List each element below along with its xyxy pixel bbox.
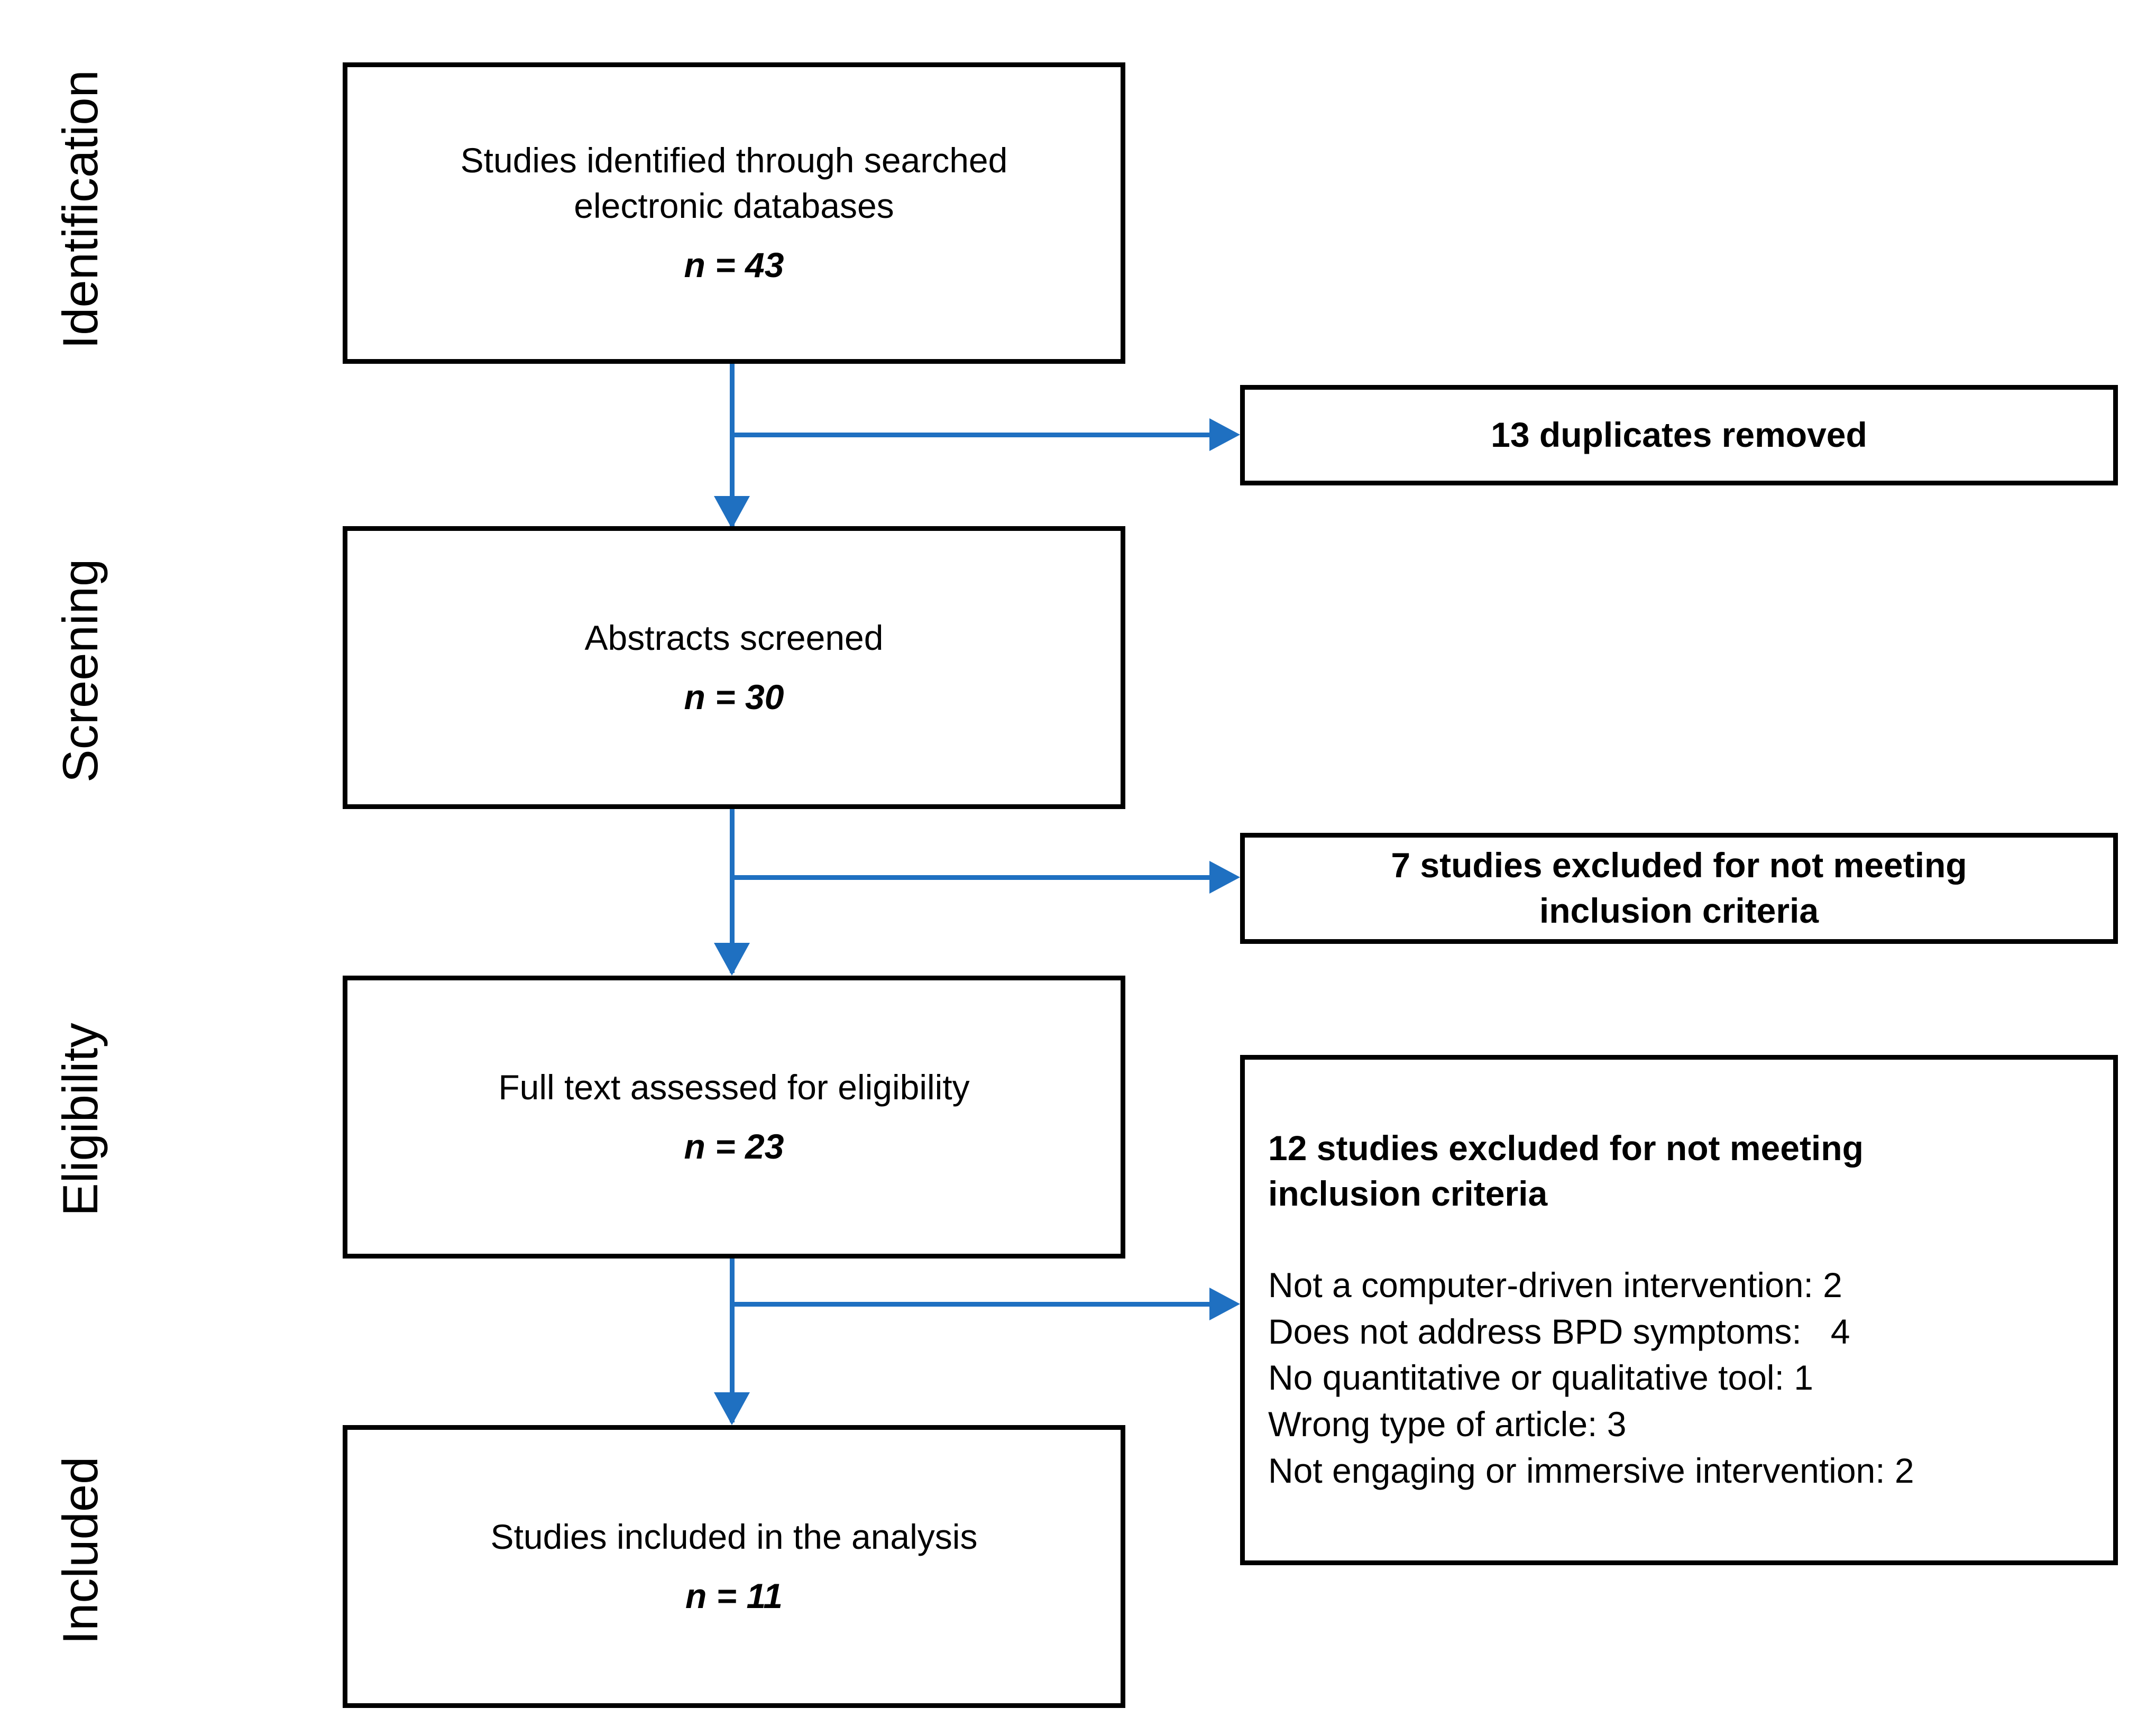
excluded-reason-item: Not engaging or immersive intervention: … bbox=[1268, 1450, 1914, 1490]
box-abstracts-screened: Abstracts screened n = 30 bbox=[343, 526, 1125, 809]
stage-label-included: Included bbox=[52, 1456, 108, 1645]
connector-screened-to-excluded-horizontal bbox=[730, 875, 1211, 880]
arrowhead-to-excluded-eligibility bbox=[1209, 1288, 1240, 1320]
box-duplicates-removed-line1: 13 duplicates removed bbox=[1491, 415, 1867, 455]
box-studies-included: Studies included in the analysis n = 11 bbox=[343, 1425, 1125, 1708]
box-fulltext-assessed-count: n = 23 bbox=[684, 1126, 784, 1166]
arrowhead-to-duplicates bbox=[1209, 418, 1240, 451]
box-studies-identified-count: n = 43 bbox=[684, 245, 784, 284]
box-excluded-screening: 7 studies excluded for not meeting inclu… bbox=[1240, 833, 2118, 944]
stage-label-identification: Identification bbox=[52, 70, 108, 349]
excluded-reason-item: Does not address BPD symptoms: 4 bbox=[1268, 1311, 1850, 1351]
box-studies-included-line1: Studies included in the analysis bbox=[490, 1517, 978, 1556]
connector-identified-to-duplicates-horizontal bbox=[730, 433, 1211, 437]
box-excluded-screening-line1: 7 studies excluded for not meeting bbox=[1391, 846, 1967, 885]
connector-fulltext-to-included-vertical bbox=[730, 1259, 735, 1422]
stage-label-eligibility: Eligibility bbox=[52, 1023, 108, 1216]
box-excluded-eligibility: 12 studies excluded for not meeting incl… bbox=[1240, 1055, 2118, 1565]
excluded-reason-item: Wrong type of article: 3 bbox=[1268, 1404, 1627, 1444]
box-abstracts-screened-line1: Abstracts screened bbox=[584, 618, 884, 657]
box-studies-included-count: n = 11 bbox=[685, 1576, 783, 1615]
excluded-reason-item: No quantitative or qualitative tool: 1 bbox=[1268, 1358, 1813, 1398]
excluded-eligibility-spacer bbox=[1268, 1217, 2136, 1262]
arrowhead-to-included bbox=[714, 1392, 750, 1425]
box-duplicates-removed: 13 duplicates removed bbox=[1240, 385, 2118, 485]
box-excluded-eligibility-heading: 12 studies excluded for not meeting incl… bbox=[1268, 1128, 1864, 1214]
box-studies-identified-line1: Studies identified through searched bbox=[460, 141, 1008, 180]
box-studies-identified: Studies identified through searched elec… bbox=[343, 62, 1125, 364]
box-fulltext-assessed: Full text assessed for eligibility n = 2… bbox=[343, 976, 1125, 1259]
connector-identified-to-screened-vertical bbox=[730, 364, 735, 526]
box-abstracts-screened-count: n = 30 bbox=[684, 677, 784, 717]
connector-fulltext-to-excluded-horizontal bbox=[730, 1302, 1211, 1307]
box-excluded-screening-line2: inclusion criteria bbox=[1539, 891, 1819, 930]
arrowhead-to-fulltext bbox=[714, 943, 750, 976]
box-fulltext-assessed-line1: Full text assessed for eligibility bbox=[498, 1067, 970, 1107]
excluded-reason-item: Not a computer-driven intervention: 2 bbox=[1268, 1265, 1842, 1305]
arrowhead-to-screened bbox=[714, 496, 750, 529]
arrowhead-to-excluded-screening bbox=[1209, 861, 1240, 894]
stage-label-screening: Screening bbox=[52, 558, 108, 783]
connector-screened-to-fulltext-vertical bbox=[730, 809, 735, 973]
box-studies-identified-line2: electronic databases bbox=[574, 186, 894, 226]
